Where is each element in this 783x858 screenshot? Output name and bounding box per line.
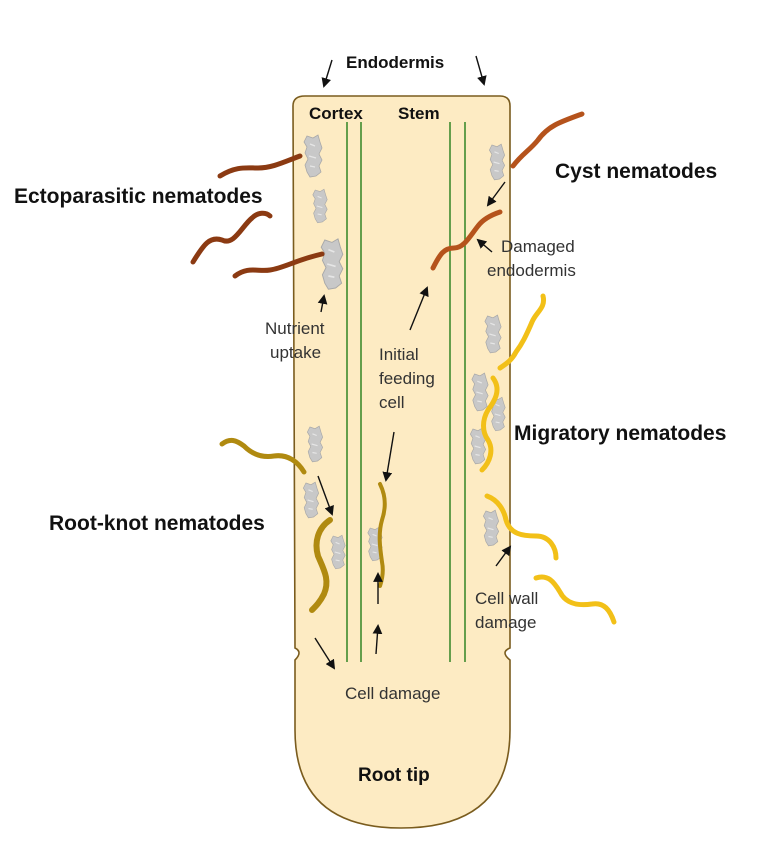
cell-wall-damage-label-line1: Cell wall bbox=[475, 589, 538, 608]
damaged-cell-icon bbox=[302, 481, 320, 519]
root-knot-arrow bbox=[317, 475, 334, 516]
damaged-cell-icon bbox=[303, 134, 323, 178]
initial-feeding-down-arrow bbox=[382, 431, 395, 482]
initial-feeding-label-line1: Initial bbox=[379, 345, 419, 364]
stem-label: Stem bbox=[398, 104, 440, 123]
root-knot-up-arrow-2 bbox=[372, 624, 383, 655]
nematode-icon bbox=[219, 437, 307, 475]
damaged-endodermis-arrow bbox=[476, 238, 493, 253]
initial-feeding-label-line2: feeding bbox=[379, 369, 435, 388]
initial-feeding-label-line3: cell bbox=[379, 393, 405, 412]
damaged-endodermis-label-line2: endodermis bbox=[487, 261, 576, 280]
cell-wall-damage-arrow bbox=[495, 545, 512, 567]
damaged-cell-icon bbox=[484, 314, 502, 354]
cell-damage-label: Cell damage bbox=[345, 684, 440, 703]
nematode-icon bbox=[430, 209, 503, 271]
nematode-icon bbox=[309, 517, 333, 613]
cortex-label: Cortex bbox=[309, 104, 363, 123]
damaged-cell-icon bbox=[306, 425, 324, 463]
cell-wall-damage-label-line2: damage bbox=[475, 613, 536, 632]
nematode-icon bbox=[190, 210, 273, 265]
endodermis-label: Endodermis bbox=[346, 53, 444, 72]
nutrient-uptake-arrow bbox=[317, 294, 328, 313]
cyst-arrow bbox=[486, 181, 506, 207]
cyst-label: Cyst nematodes bbox=[555, 160, 717, 183]
nematode-icon bbox=[217, 153, 303, 179]
ectoparasitic-nematodes bbox=[190, 153, 325, 279]
migratory-nematodes bbox=[479, 293, 617, 625]
nematode-icon bbox=[232, 251, 325, 279]
damaged-cell-icon bbox=[330, 534, 346, 570]
nutrient-uptake-label-line1: Nutrient bbox=[265, 319, 325, 338]
damaged-cell-icon bbox=[482, 509, 500, 547]
nematode-icon bbox=[497, 293, 547, 371]
root-knot-label: Root-knot nematodes bbox=[49, 512, 265, 535]
initial-feeding-arrow bbox=[409, 286, 429, 331]
endodermis-arrow-left bbox=[321, 59, 333, 88]
nutrient-uptake-label-line2: uptake bbox=[270, 343, 321, 362]
nematode-icon bbox=[533, 574, 617, 625]
migratory-label: Migratory nematodes bbox=[514, 422, 726, 445]
damaged-endodermis-label-line1: Damaged bbox=[501, 237, 575, 256]
cyst-nematodes bbox=[430, 111, 585, 271]
ectoparasitic-label: Ectoparasitic nematodes bbox=[14, 185, 263, 208]
nematode-icon bbox=[484, 493, 559, 561]
damaged-cell-icon bbox=[312, 188, 328, 224]
damaged-cell-icon bbox=[488, 143, 506, 181]
damaged-cell-icon bbox=[471, 372, 489, 412]
nematode-icon bbox=[510, 111, 585, 169]
vascular-lines bbox=[346, 122, 466, 662]
damaged-cell-icon bbox=[320, 237, 344, 291]
endodermis-arrow-right bbox=[475, 55, 487, 86]
nematode-icon bbox=[479, 375, 500, 473]
cell-damage-arrow bbox=[314, 637, 336, 670]
root-tip-label: Root tip bbox=[358, 765, 430, 786]
